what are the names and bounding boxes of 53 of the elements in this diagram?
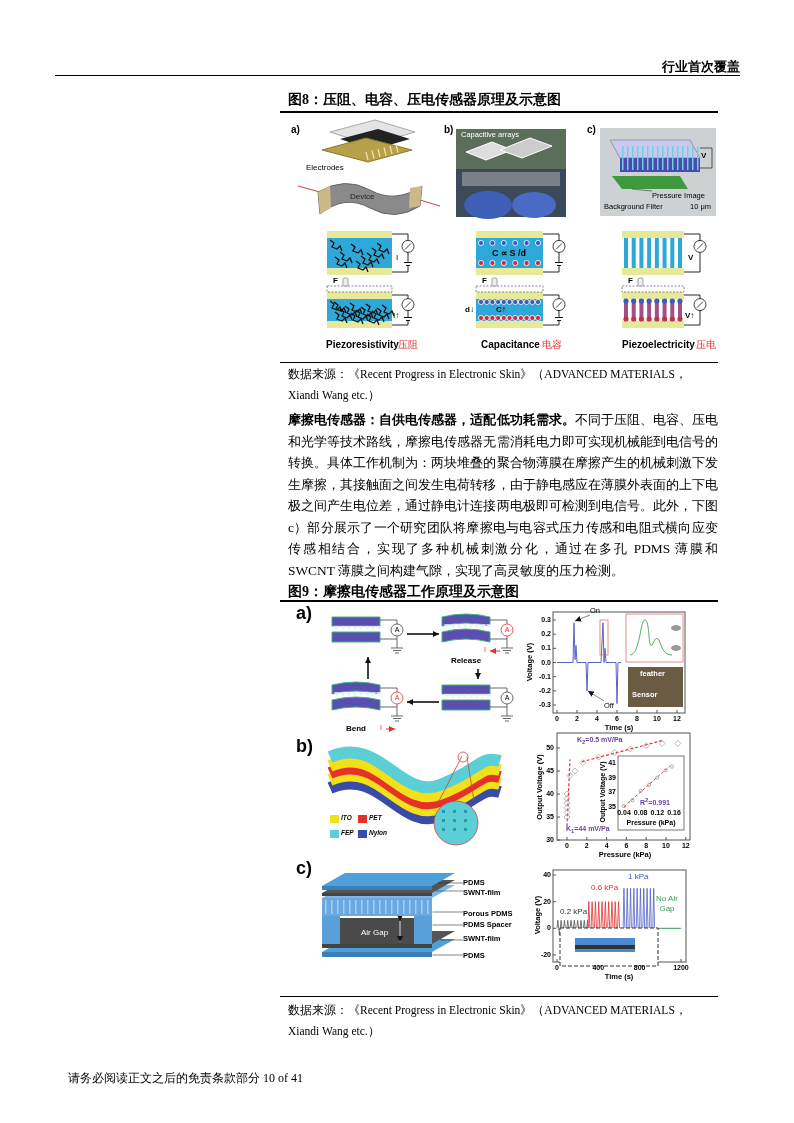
film-layer [322, 873, 455, 890]
annotation-label: 压电 [696, 339, 716, 351]
panel-letter: b) [296, 736, 313, 757]
panel-letter: b) [444, 124, 454, 136]
figure-label: V [701, 151, 707, 161]
annotation-label: 压阻 [398, 339, 418, 351]
caption-label: Piezoresistivity [326, 339, 399, 351]
annotation-label: 电容 [542, 339, 562, 351]
leader-line [435, 890, 464, 892]
series-label: 0.6 kPa [591, 883, 619, 893]
figure-title: 图9：摩擦电传感器工作原理及示意图 [288, 584, 519, 601]
state-label: Bend [346, 724, 366, 733]
section-tag: 行业首次覆盖 [662, 60, 740, 75]
filter-plate [612, 176, 688, 189]
figure-title: 图8：压阻、电容、压电传感器原理及示意图 [288, 92, 561, 109]
panel-letter: a) [296, 603, 312, 624]
figure-label: F [482, 276, 487, 286]
figure-label: Air Gap [361, 928, 389, 938]
figure-label: F [628, 276, 633, 286]
footer-note: 请务必阅读正文之后的免责条款部分 10 of 41 [68, 1072, 303, 1086]
arrow [406, 699, 440, 705]
series-label: No Air Gap [655, 894, 679, 914]
panel-letter: c) [587, 124, 596, 136]
figure-label: F [333, 276, 338, 286]
body-paragraph: 摩擦电传感器：自供电传感器，适配低功耗需求。不同于压阻、电容、压电和光学等技术路线，摩擦电传感器无需消耗电力即可实现机械能到电信号的转换。具体工作机制为：两块堆叠的聚合物薄膜在摩擦产生的机械刺激下发生摩擦，其接触面之间发生电荷转移，由于静电感应在薄膜外表面的上下电极之间产生电位差，通过静电计连接两电极即可检测到电信号。此外，下图 c）部分展示了一个研究团队将摩擦电与电容式压力传感和电阻式横向应变传感相结合，实现了多种机械刺激分化，通过在多孔 PDMS 薄膜和 SWCNT 薄膜之间构建气隙，实现了高灵敏度的压力检测。 [288, 411, 718, 580]
leader-line [432, 911, 464, 913]
figure-label: Electrodes [306, 163, 344, 173]
figure-label: C↑ [496, 305, 506, 315]
leader-line [432, 924, 464, 926]
arrow [475, 668, 481, 680]
figure-label: I↑ [393, 311, 400, 321]
series-label: 1 kPa [628, 872, 649, 882]
figure-label: Device [350, 192, 375, 202]
caption-label: Capacitance [481, 339, 540, 351]
panel-letter: a) [291, 124, 300, 136]
formula-label: C ∝ S /d [492, 248, 526, 259]
figure-label: I [396, 253, 399, 263]
leader-line [439, 939, 464, 941]
figure-label: V [688, 253, 694, 263]
panel-letter: c) [296, 858, 312, 879]
state-label: Release [450, 656, 482, 665]
leader-line [432, 954, 464, 956]
series-label: 0.2 kPa [560, 907, 588, 917]
figure-label: d↓ [465, 305, 474, 315]
leader-line [631, 188, 653, 192]
source-note: 数据来源：《Recent Progress in Electronic Skin》（ADVANCED MATERIALS，Xiandi Wang etc.） [288, 1003, 688, 1040]
arrow [365, 656, 371, 680]
caption-label: Piezoelectricity [622, 339, 695, 351]
leader-line [437, 882, 464, 884]
spacer-block [322, 916, 432, 944]
arrow [406, 631, 440, 637]
figure-label: V↑ [685, 311, 695, 321]
source-note: 数据来源：《Recent Progress in Electronic Skin》（ADVANCED MATERIALS，Xiandi Wang etc.） [288, 367, 688, 404]
